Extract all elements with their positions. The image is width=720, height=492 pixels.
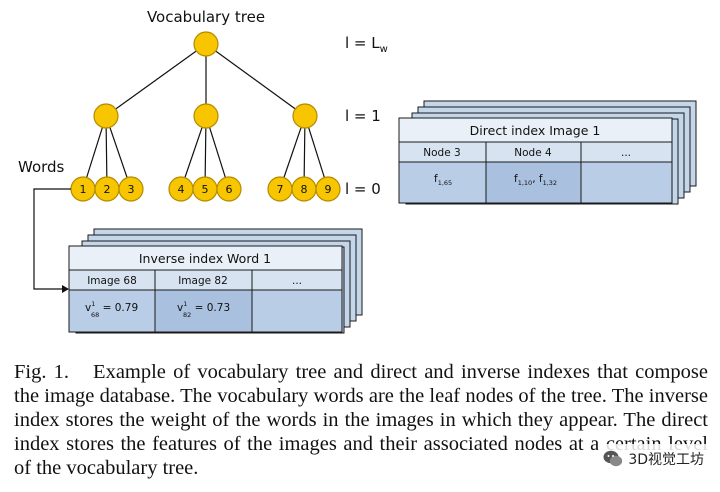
inverse-index-title: Inverse index Word 1: [139, 251, 271, 266]
watermark-text: 3D视觉工坊: [628, 452, 704, 468]
vocabulary-tree-figure: 1 2 3 4 5 6 7 8 9 Vocabulary tree Words …: [18, 8, 697, 334]
inner-node: [93, 103, 119, 129]
direct-index-header: Node 4: [514, 147, 552, 159]
leaf-node: [216, 176, 242, 202]
inverse-index-header: Image 82: [178, 275, 228, 287]
leaf-label: 4: [178, 183, 185, 196]
leaf-label: 5: [202, 183, 209, 196]
inner-node: [193, 103, 219, 129]
leaf-label: 9: [325, 183, 332, 196]
leaf-label: 1: [80, 183, 87, 196]
leaf-node: [118, 176, 144, 202]
direct-index-table: [398, 117, 673, 204]
caption-label: Fig. 1.: [14, 361, 70, 383]
root-node: [193, 31, 219, 57]
figure-caption: Fig. 1.Example of vocabulary tree and di…: [14, 360, 708, 480]
leaf-label: 2: [104, 183, 111, 196]
leaf-label: 8: [301, 183, 308, 196]
tree-title: Vocabulary tree: [147, 8, 265, 26]
level-label-bottom: l = 0: [345, 180, 381, 198]
caption-text: Example of vocabulary tree and direct an…: [14, 361, 708, 479]
inverse-index-header: Image 68: [87, 275, 137, 287]
inner-node: [292, 103, 318, 129]
leaf-node: [315, 176, 341, 202]
direct-index-header: Node 3: [423, 147, 460, 159]
direct-index-title: Direct index Image 1: [470, 123, 601, 138]
leaf-label: 3: [128, 183, 135, 196]
arrowhead: [62, 285, 69, 293]
level-label-mid: l = 1: [345, 107, 381, 125]
wechat-logo-icon: [603, 450, 623, 467]
watermark: 3D视觉工坊: [598, 444, 708, 474]
direct-index-cell: f1,10, f1,32: [514, 173, 557, 187]
inverse-index-table: [68, 245, 343, 333]
leaf-label: 7: [277, 183, 284, 196]
direct-index-header: ...: [621, 147, 631, 159]
words-label: Words: [18, 158, 65, 176]
direct-index-cell: f1,65: [434, 173, 452, 187]
words-arrow: [33, 188, 71, 290]
tree-nodes: [70, 31, 341, 202]
inverse-index-header: ...: [292, 275, 302, 287]
level-label-top: l = Lw: [345, 34, 388, 55]
leaf-label: 6: [226, 183, 233, 196]
